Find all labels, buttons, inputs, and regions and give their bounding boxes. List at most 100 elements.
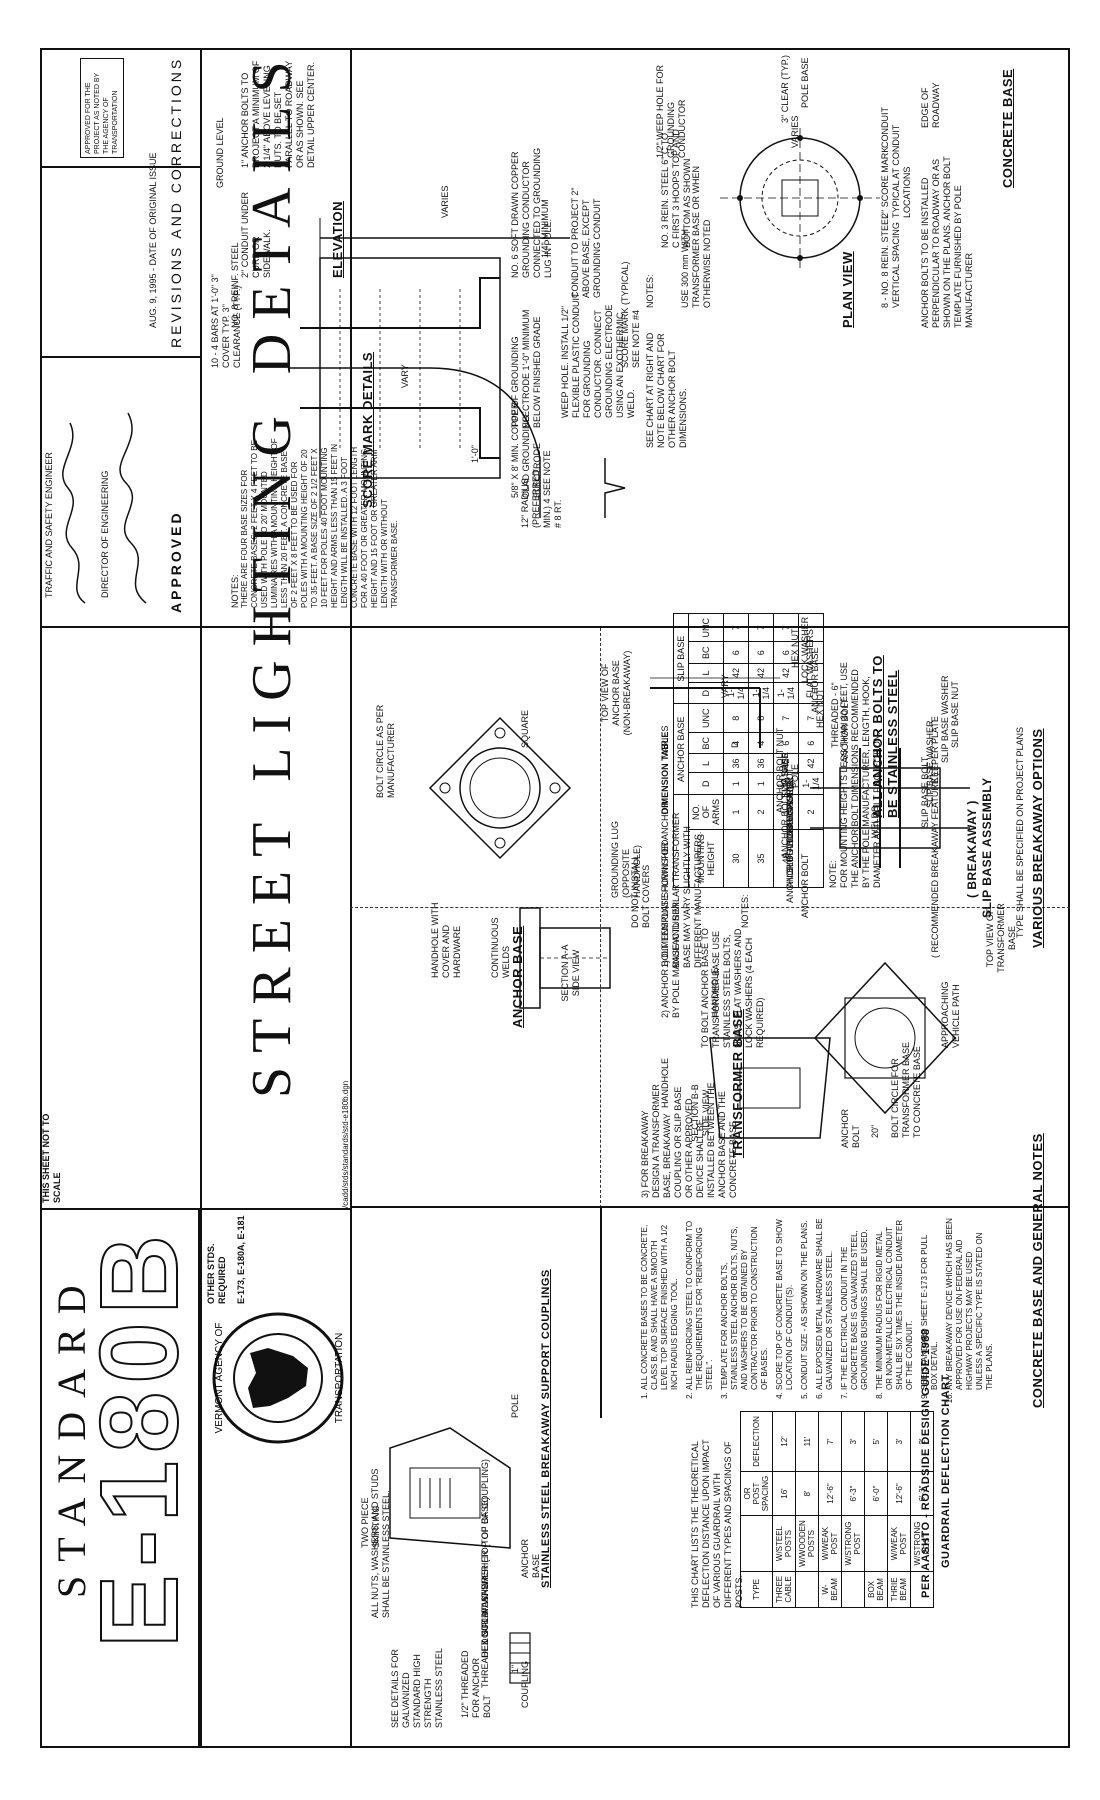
gr-cell: W/STRONG POST — [841, 1515, 865, 1572]
tb-recommended: ( RECOMMENDED BREAKAWAY FEATURE ) — [930, 772, 940, 958]
transformer-top-drawing — [813, 961, 957, 1115]
tb-anchor-bolt: ANCHOR BOLT — [840, 1108, 861, 1148]
gr-cell: 11' — [795, 1411, 819, 1472]
coupling-threaded: 1/2" THREADED FOR ANCHOR BOLT — [460, 1650, 492, 1718]
dt-cell: 6 — [723, 641, 749, 664]
conduit-under: 2" CONDUIT UNDER CURB OR SIDEWALK. — [240, 191, 272, 278]
dt-cell — [798, 663, 824, 683]
dt-cell: 42 — [773, 663, 799, 683]
dt-cell: 4 — [723, 732, 749, 754]
gr-cell: W/STEEL POSTS — [772, 1515, 796, 1572]
cb-notes-label: NOTES: — [645, 274, 655, 308]
gr-cell: W-BEAM — [818, 1571, 842, 1608]
dt-cell — [798, 682, 824, 704]
gr-cell: 6'-0" — [864, 1471, 888, 1516]
anchor-base-top-view: TOP VIEW OF ANCHOR BASE (NON-BREAKAWAY) — [600, 650, 632, 736]
anchor-bolt-note: ANCHOR BOLTS TO BE INSTALLED PERPENDICUL… — [920, 156, 974, 328]
title-strip-top-line — [200, 48, 202, 1748]
dt-cell: 8 — [723, 703, 749, 733]
dt-cell: 4 — [748, 732, 774, 754]
dt-h3: L — [688, 753, 724, 773]
pole-base-label: POLE BASE — [800, 57, 810, 108]
gr-h0: TYPE — [740, 1571, 773, 1608]
anchor-bolts-elev: 1" ANCHOR BOLTS TO PROJECT A MINIMUM OF … — [240, 60, 316, 168]
coupling-pole: POLE — [510, 1393, 520, 1418]
dt-h4: BC — [688, 732, 724, 754]
guardrail-note: THIS CHART LISTS THE THEORETICAL DEFLECT… — [690, 1439, 744, 1608]
other-stds-block: OTHER STDS. REQUIRED E-173, E-180A, E-18… — [200, 1208, 350, 1308]
gr-cell — [841, 1571, 865, 1608]
elevation-title: ELEVATION — [330, 201, 345, 278]
score-mark-detail-graphic — [604, 458, 626, 518]
approved-divider — [40, 626, 200, 628]
approved-label: APPROVED — [168, 510, 184, 613]
gr-cell: 5' — [864, 1411, 888, 1472]
anchor-base-section-drawing — [519, 907, 611, 1009]
signature-2 — [60, 373, 95, 613]
plan-view-title: PLAN VIEW — [840, 251, 855, 328]
tb-approaching: APPROACHING VEHICLE PATH — [940, 981, 961, 1048]
bk-anchor-bolt-nut-2: ANCHOR BOLT NUT — [785, 817, 795, 903]
dt-cell — [798, 613, 824, 642]
gr-cell: 7' — [818, 1411, 842, 1472]
general-note-item: ALL REINFORCING STEEL TO CONFORM TO THE … — [685, 1218, 715, 1390]
gr-cell: 6'-3" — [841, 1471, 865, 1516]
lower-divider — [350, 1206, 1070, 1208]
quadrant-divider — [200, 626, 1070, 628]
rebar-vertical-label: 8 - NO. 8 REIN. STEEL VERTICAL SPACING — [880, 214, 901, 308]
varies-elev: VARIES — [440, 185, 450, 218]
edge-of-roadway: EDGE OF ROADWAY — [920, 82, 941, 128]
coupling-flat-washer-2: FLAT WASHER (TOP OF COUPLING) — [480, 1458, 490, 1613]
ground-level: GROUND LEVEL — [215, 117, 225, 188]
anchor-bolt-drawing — [650, 677, 780, 748]
dt-cell: 1-1/4 — [723, 682, 749, 704]
other-stds-label: OTHER STDS. REQUIRED — [206, 1243, 227, 1304]
gr-cell: 3' — [887, 1411, 911, 1472]
general-note-item: SCORE TOP OF CONCRETE BASE TO SHOW LOCAT… — [775, 1218, 795, 1390]
gr-cell — [864, 1515, 888, 1572]
breakaway-divider — [600, 628, 601, 1208]
transformer-section-drawing — [709, 1037, 831, 1139]
signature-1 — [116, 373, 156, 613]
general-note-item: ANY BREAKAWAY DEVICE WHICH HAS BEEN APPR… — [945, 1218, 995, 1390]
coupling-stud-graphic — [509, 1632, 531, 1684]
anchor-base-title: ANCHOR BASE — [510, 925, 525, 1028]
dt-cell: 8 — [748, 703, 774, 733]
guardrail-table: TYPE OR POST SPACING DEFLECTION THREE CA… — [740, 1411, 934, 1608]
general-note-item: CONDUIT SIZE - AS SHOWN ON THE PLANS. — [800, 1218, 810, 1390]
dt-cell: 7 — [773, 613, 799, 642]
use-dowel-label: USE 300 mm WITH TRANSFORMER BASE OR WHEN… — [680, 165, 712, 308]
anchor-base-top-drawing — [428, 716, 572, 860]
dt-cell: 42 — [723, 663, 749, 683]
gr-cell: W/WEAK POST — [887, 1515, 911, 1572]
gr-cell: W/WOODEN POSTS — [795, 1515, 819, 1572]
gr-cell: 8' — [795, 1471, 819, 1516]
dt-cell: 6 — [773, 641, 799, 664]
dt-cell: 36 — [748, 753, 774, 773]
anchor-notes-label: NOTES: — [740, 894, 750, 928]
director-label: DIRECTOR OF ENGINEERING — [100, 470, 110, 598]
anchor-base-bolt-circle: BOLT CIRCLE AS PER MANUFACTURER — [375, 704, 396, 798]
tb-handhole: HANDHOLE — [710, 967, 720, 1018]
general-note-item: TEMPLATE FOR ANCHOR BOLTS, STAINLESS STE… — [720, 1218, 770, 1390]
gr-cell: 12' — [772, 1411, 796, 1472]
revisions-divider-1 — [40, 356, 200, 358]
tb-bolt-circle: BOLT CIRCLE FOR TRANSFORMER BASE TO CONC… — [890, 1041, 922, 1138]
gr-cell: 12'-6" — [818, 1471, 842, 1516]
general-note-item: THE MINIMUM RADIUS FOR RIGID METAL OR NO… — [875, 1218, 915, 1390]
not-to-scale: THIS SHEET NOT TO SCALE — [41, 1113, 62, 1203]
anchor-note-2: 2) ANCHOR BOLT TEMPLATE FURNISHED BY POL… — [660, 839, 681, 1018]
tb-top-view: TOP VIEW OF TRANSFORMER BASE — [985, 903, 1017, 973]
dt-h6: D — [688, 682, 724, 704]
dt-h8: BC — [688, 641, 724, 664]
dt-cell: 36 — [723, 753, 749, 773]
guardrail-title: GUARDRAIL DEFLECTION CHART — [940, 1374, 952, 1568]
dt-cell: 42 — [748, 663, 774, 683]
plan-view-drawing — [720, 128, 880, 268]
seal-bottom-text: TRANSPORTATION — [334, 1333, 345, 1424]
slip-base-assembly-sub: ( BREAKAWAY ) — [965, 800, 979, 898]
gr-h2: OR POST SPACING — [740, 1471, 773, 1516]
dt-h5: UNC — [688, 703, 724, 733]
